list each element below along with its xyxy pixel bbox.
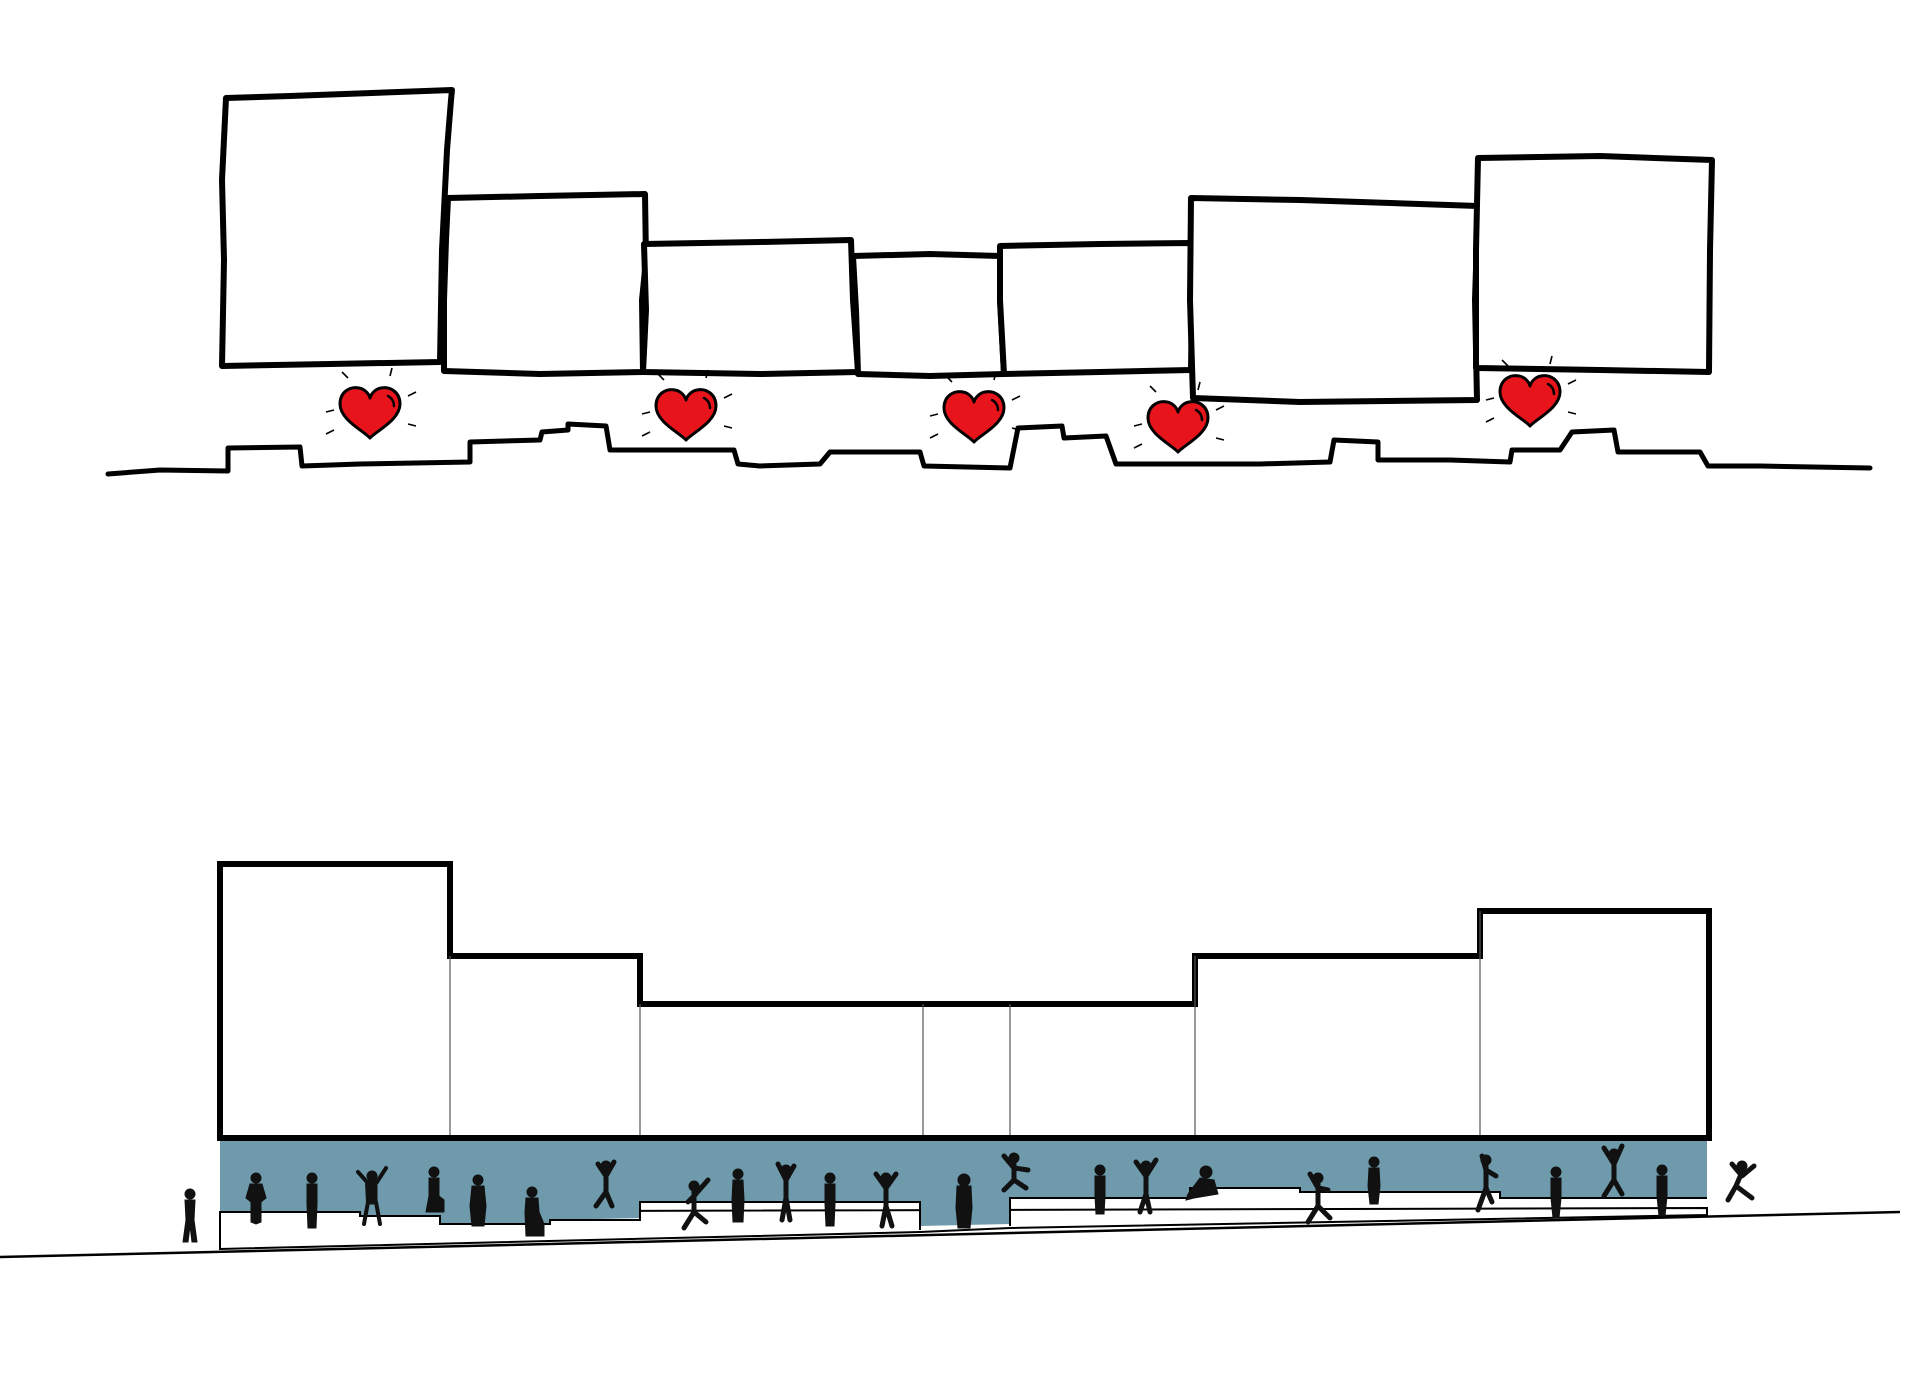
person-figure xyxy=(1185,1165,1219,1201)
person-figure xyxy=(1475,1153,1499,1213)
building-outline xyxy=(217,861,1712,1141)
sketch-block xyxy=(1476,156,1712,372)
heart-icon xyxy=(641,369,733,442)
person-figure xyxy=(245,1172,267,1225)
sketch-block xyxy=(643,240,858,374)
person-figure xyxy=(824,1172,836,1227)
person-figure xyxy=(356,1166,388,1226)
person-figure xyxy=(1601,1143,1625,1199)
person-figure xyxy=(1133,1157,1159,1215)
person-figure xyxy=(306,1172,318,1229)
person-figure xyxy=(731,1168,745,1223)
person-figure xyxy=(182,1188,198,1243)
ground-line xyxy=(0,1210,1901,1259)
person-figure xyxy=(1656,1164,1668,1217)
people xyxy=(182,1143,1757,1243)
unit-divisions xyxy=(449,911,1481,1135)
person-figure xyxy=(469,1174,487,1227)
person-figure xyxy=(1001,1152,1031,1193)
sketch-block xyxy=(1190,198,1478,402)
person-figure xyxy=(1094,1164,1106,1215)
person-figure xyxy=(955,1173,973,1229)
sketch-block xyxy=(444,194,646,374)
person-figure xyxy=(425,1166,445,1213)
sketch-diagram xyxy=(108,90,1870,474)
person-figure xyxy=(1725,1160,1757,1203)
person-figure xyxy=(681,1177,711,1231)
person-figure xyxy=(873,1171,899,1229)
person-figure xyxy=(524,1186,545,1237)
sketch-block xyxy=(1000,243,1192,374)
sketch-block xyxy=(853,254,1004,376)
person-figure xyxy=(775,1161,797,1223)
sketch-block xyxy=(222,90,452,366)
person-figure xyxy=(593,1159,617,1209)
person-figure xyxy=(1305,1171,1333,1225)
sketch-ground xyxy=(108,424,1870,474)
heart-icon xyxy=(325,367,417,440)
person-figure xyxy=(1550,1166,1562,1219)
section-diagram xyxy=(0,861,1901,1259)
heart-icon xyxy=(929,371,1021,444)
person-figure xyxy=(1367,1156,1381,1205)
